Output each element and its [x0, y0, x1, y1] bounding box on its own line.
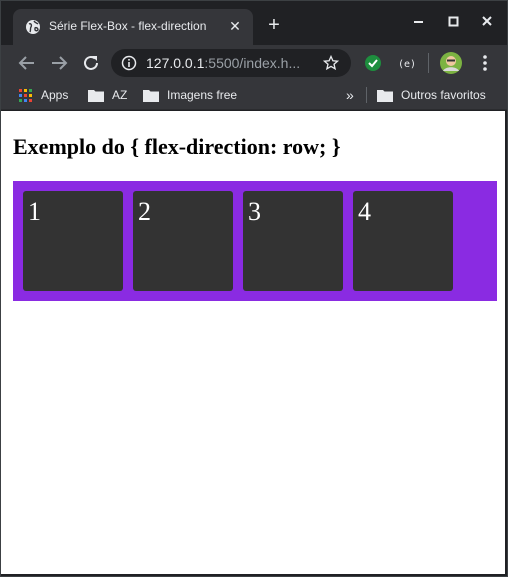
flex-item-2: 2 [133, 191, 233, 291]
minimize-icon[interactable] [406, 11, 430, 33]
toolbar-divider [428, 53, 429, 73]
info-icon[interactable] [121, 55, 137, 71]
tab-title: Série Flex-Box - flex-direction [49, 19, 207, 33]
browser-tab[interactable]: Série Flex-Box - flex-direction ✕ [13, 9, 253, 45]
bookmark-imagens-free[interactable]: Imagens free [143, 86, 237, 104]
folder-icon [377, 90, 393, 103]
flex-item-4: 4 [353, 191, 453, 291]
globe-icon [26, 20, 40, 34]
page-heading: Exemplo do { flex-direction: row; } [13, 134, 341, 159]
flex-container: 1 2 3 4 [13, 181, 497, 301]
bookmarks-divider [366, 87, 367, 103]
menu-kebab-icon[interactable] [473, 51, 497, 75]
tab-close-icon[interactable]: ✕ [229, 18, 241, 34]
extension-brackets-icon[interactable]: (e) [395, 51, 419, 75]
page-content: Exemplo do { flex-direction: row; } 1 2 … [1, 111, 505, 574]
bookmark-az[interactable]: AZ [88, 86, 127, 104]
bookmark-az-label: AZ [112, 88, 128, 102]
address-bar[interactable]: 127.0.0.1:5500/index.h... [111, 49, 351, 77]
browser-toolbar: 127.0.0.1:5500/index.h... (e) [1, 45, 507, 81]
bookmark-imagens-free-label: Imagens free [167, 88, 238, 102]
bookmarks-overflow-chevron-icon[interactable]: » [346, 87, 354, 103]
forward-arrow-icon[interactable] [47, 51, 71, 75]
url-path: :5500/index.h... [204, 55, 301, 71]
window-close-icon[interactable] [475, 11, 499, 33]
svg-text:(e): (e) [398, 59, 416, 70]
maximize-icon[interactable] [441, 11, 465, 33]
folder-icon [143, 90, 159, 103]
flex-item-3: 3 [243, 191, 343, 291]
extension-icon[interactable] [361, 51, 385, 75]
new-tab-plus-icon[interactable]: + [268, 14, 280, 36]
bookmark-apps[interactable]: Apps [19, 86, 68, 104]
reload-icon[interactable] [79, 51, 103, 75]
bookmarks-bar: Apps AZ Imagens free » Outros favoritos [1, 81, 507, 110]
tab-strip: Série Flex-Box - flex-direction ✕ + [1, 1, 507, 45]
bookmark-outros-favoritos-label: Outros favoritos [401, 88, 486, 102]
url-text: 127.0.0.1:5500/index.h... [146, 55, 300, 71]
profile-avatar[interactable] [439, 51, 463, 75]
folder-icon [88, 90, 104, 103]
bookmark-apps-label: Apps [41, 88, 69, 102]
url-host: 127.0.0.1 [146, 55, 205, 71]
bookmark-star-icon[interactable] [323, 55, 339, 71]
apps-grid-icon [19, 88, 32, 102]
bookmark-outros-favoritos[interactable]: Outros favoritos [377, 86, 486, 104]
back-arrow-icon[interactable] [15, 51, 39, 75]
flex-item-1: 1 [23, 191, 123, 291]
